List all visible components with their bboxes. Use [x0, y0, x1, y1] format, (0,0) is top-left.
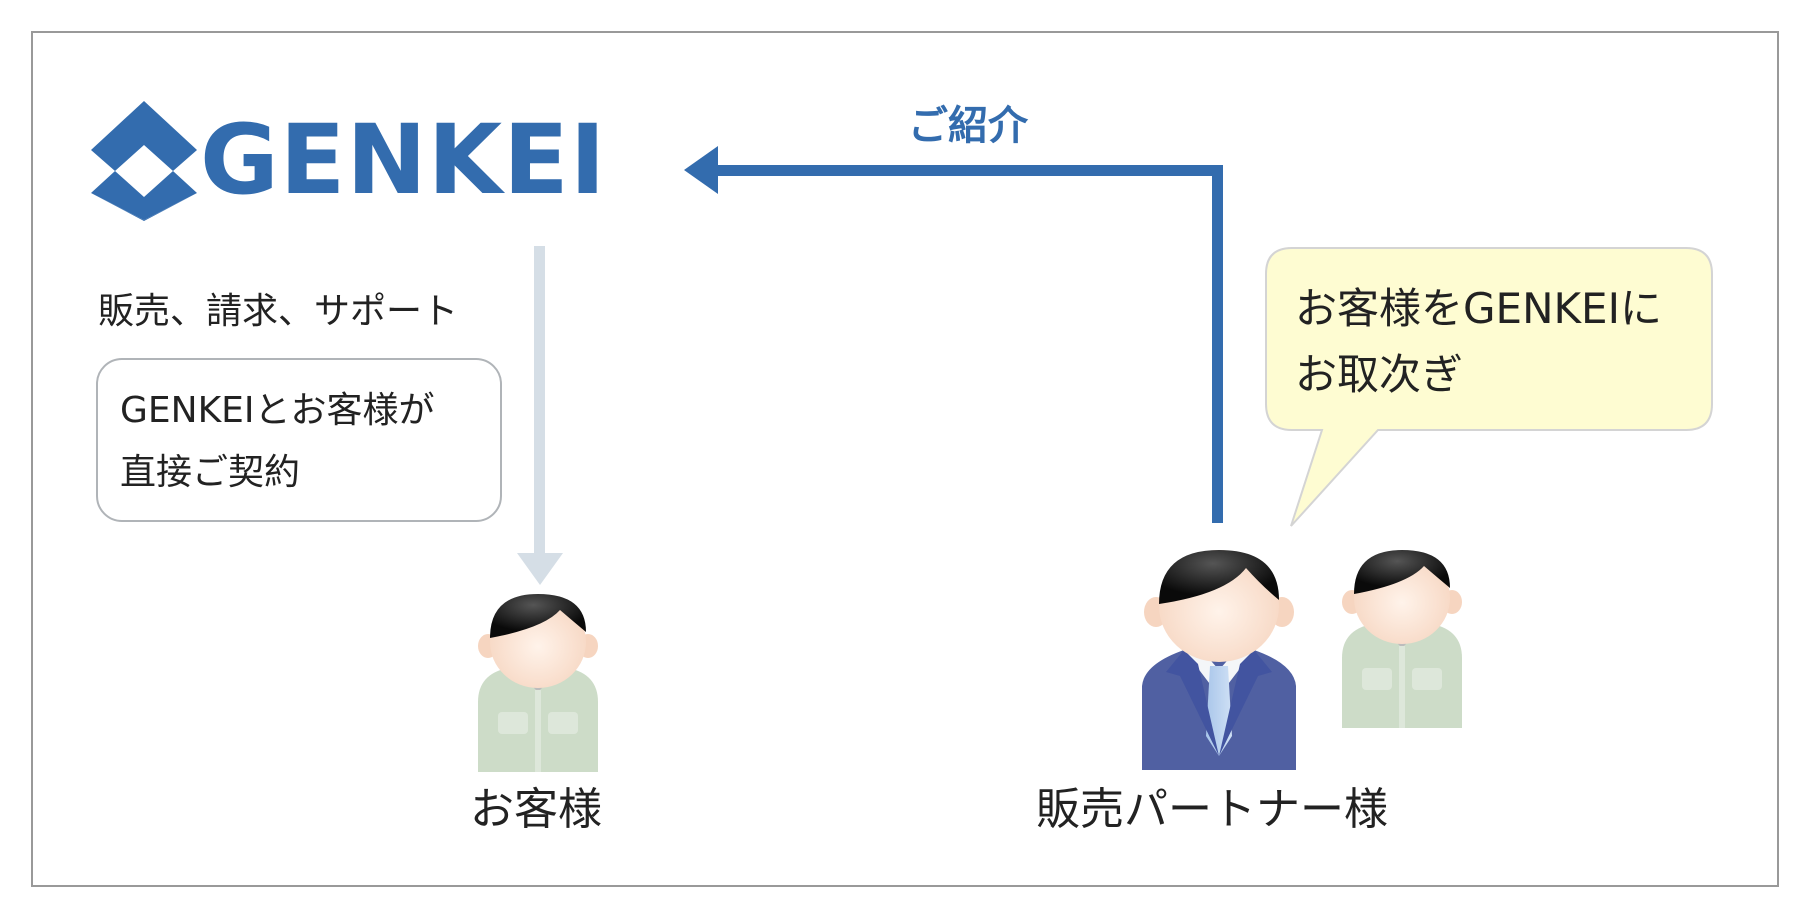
businessman-person-icon	[1142, 550, 1296, 770]
genkei-logo-text: GENKEI	[200, 104, 607, 216]
services-label: 販売、請求、サポート	[98, 291, 459, 332]
speech-bubble-text: お客様をGENKEIに お取次ぎ	[1295, 276, 1662, 408]
partner-label: 販売パートナー様	[1036, 784, 1388, 835]
genkei-diamond-logo-icon	[91, 101, 197, 221]
bubble-line-2: お取次ぎ	[1295, 350, 1464, 399]
worker-person-icon	[478, 594, 598, 772]
contract-line-2: 直接ご契約	[120, 452, 301, 493]
diagram-frame	[31, 31, 1779, 887]
direct-contract-box: GENKEIとお客様が 直接ご契約	[96, 358, 502, 522]
speech-bubble	[1265, 247, 1713, 527]
direct-arrow	[517, 246, 563, 585]
contract-line-1: GENKEIとお客様が	[120, 390, 435, 431]
bubble-line-1: お客様をGENKEIに	[1295, 284, 1662, 333]
worker-person-icon	[1342, 550, 1462, 728]
customer-label: お客様	[470, 784, 602, 835]
referral-label: ご紹介	[908, 103, 1028, 149]
